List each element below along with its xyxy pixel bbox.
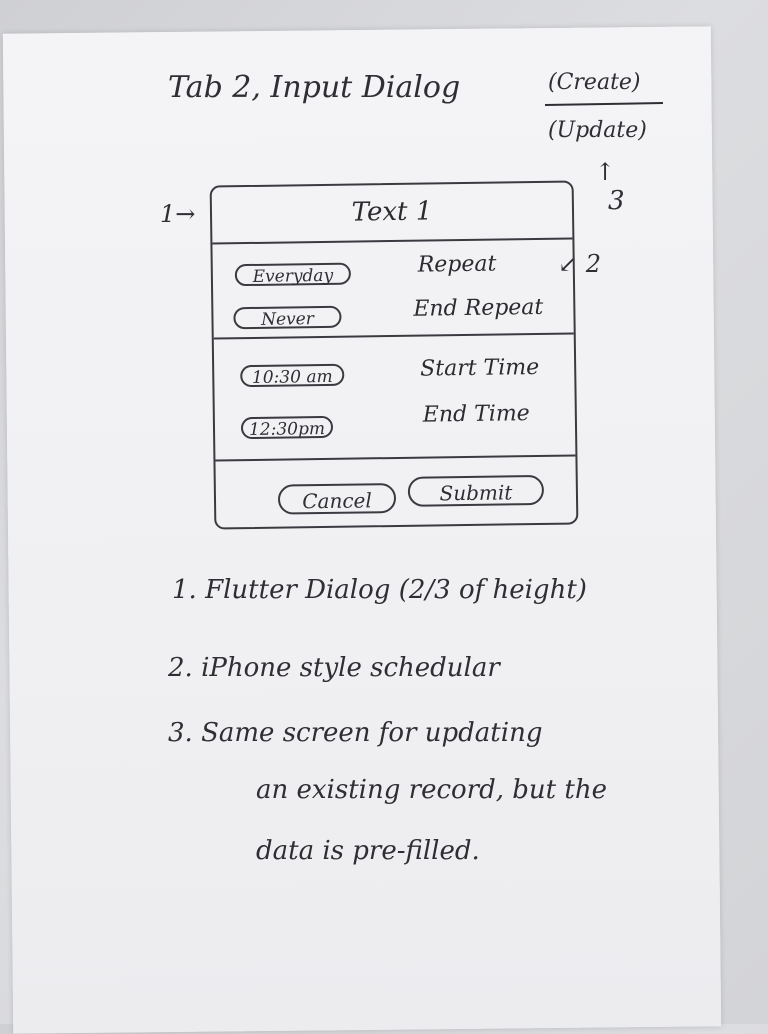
page-title: Tab 2, Input Dialog xyxy=(168,70,461,105)
end-time-picker[interactable]: 12:30pm xyxy=(240,415,334,440)
mode-create-label: (Create) xyxy=(548,70,641,95)
dialog-divider xyxy=(212,237,573,245)
submit-button[interactable]: Submit xyxy=(407,474,545,507)
mode-update-label: (Update) xyxy=(548,118,647,143)
end-time-label: End Time xyxy=(422,401,530,428)
note-item-1: 1. Flutter Dialog (2/3 of height) xyxy=(172,575,587,605)
note-item-2: 2. iPhone style schedular xyxy=(168,653,500,683)
annotation-marker-2: ↙ 2 xyxy=(558,250,602,278)
note-item-3-continued: an existing record, but the xyxy=(256,775,607,805)
cancel-button[interactable]: Cancel xyxy=(277,482,397,515)
dialog-divider xyxy=(215,454,576,462)
note-item-3: 3. Same screen for updating xyxy=(168,718,543,748)
arrow-up-icon: ↑ xyxy=(595,158,616,186)
start-time-picker[interactable]: 10:30 am xyxy=(240,363,345,388)
repeat-label: Repeat xyxy=(417,251,497,278)
end-repeat-label: End Repeat xyxy=(413,294,544,322)
note-item-3-continued: data is pre-filled. xyxy=(256,836,480,866)
annotation-marker-3: 3 xyxy=(608,186,625,216)
input-dialog: Text 1 Everyday Repeat Never End Repeat … xyxy=(209,180,579,530)
dialog-title: Text 1 xyxy=(351,196,433,228)
repeat-selector[interactable]: Everyday xyxy=(234,262,352,287)
dialog-divider xyxy=(213,332,574,340)
annotation-marker-1: 1→ xyxy=(160,200,196,228)
start-time-label: Start Time xyxy=(420,354,540,382)
end-repeat-selector[interactable]: Never xyxy=(233,305,342,330)
